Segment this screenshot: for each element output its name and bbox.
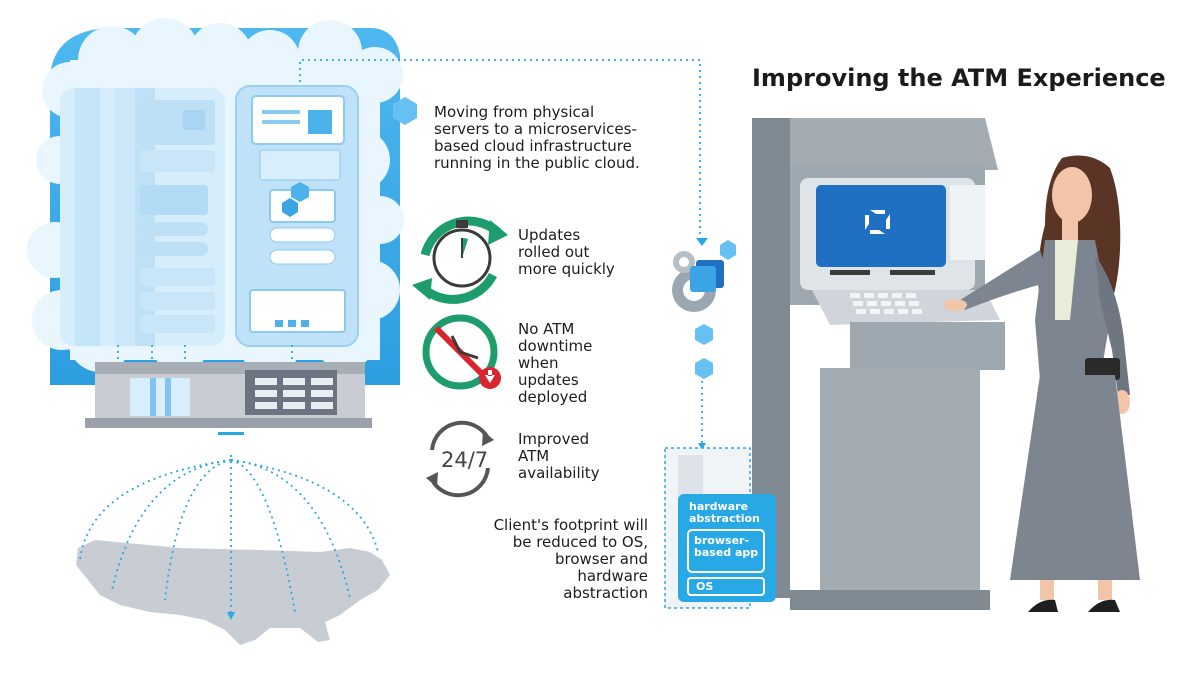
client-stack-panel bbox=[664, 447, 776, 609]
stopwatch-refresh-icon bbox=[412, 216, 508, 304]
microservices-server bbox=[235, 85, 359, 347]
cloud-illustration bbox=[27, 18, 417, 385]
data-center-building bbox=[85, 362, 372, 435]
availability-24-7-label: 24/7 bbox=[441, 448, 489, 472]
usa-map bbox=[76, 540, 390, 645]
no-downtime-icon bbox=[422, 314, 501, 390]
benefit-updates-text: Updates rolled out more quickly bbox=[518, 226, 615, 278]
cloud-description: Moving from physical servers to a micros… bbox=[434, 103, 640, 172]
stack-os-label: OS bbox=[696, 580, 714, 593]
page-title: Improving the ATM Experience bbox=[752, 64, 1166, 92]
benefit-availability-text: Improved ATM availability bbox=[518, 430, 600, 482]
bank-logo-icon bbox=[865, 210, 890, 234]
arrow-heads bbox=[227, 238, 708, 620]
stack-browser-app-label: browser-based app bbox=[694, 534, 759, 559]
physical-server-rack bbox=[60, 88, 225, 346]
availability-24-7-icon bbox=[426, 420, 494, 498]
benefit-downtime-text: No ATM downtime when updates deployed bbox=[518, 320, 593, 406]
atm-machine bbox=[752, 118, 1005, 610]
network-connections bbox=[79, 59, 703, 615]
stack-hardware-abstraction-label: hardware abstraction bbox=[689, 500, 760, 525]
footprint-description: Client's footprint will be reduced to OS… bbox=[493, 516, 648, 602]
customer-woman bbox=[943, 155, 1140, 612]
deployment-gears bbox=[672, 240, 736, 379]
